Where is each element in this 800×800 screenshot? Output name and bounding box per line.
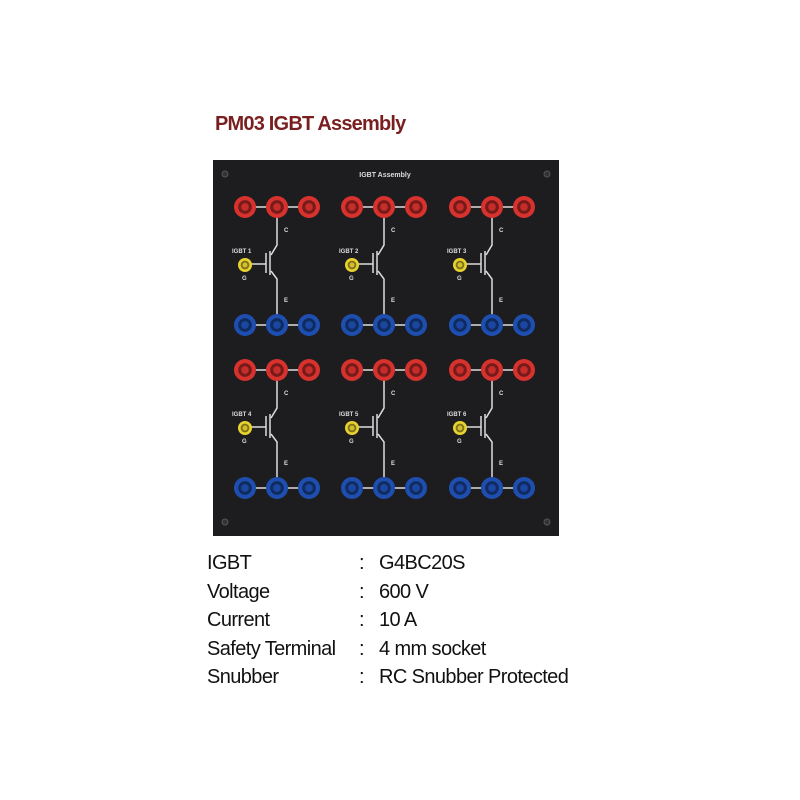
emitter-terminal[interactable]	[298, 314, 320, 336]
collector-terminal[interactable]	[234, 359, 256, 381]
spec-value: RC Snubber Protected	[379, 666, 569, 688]
spec-key: Safety Terminal	[207, 637, 336, 660]
igbt-label: IGBT 4	[232, 412, 252, 418]
emitter-label: E	[499, 461, 503, 467]
collector-label: C	[284, 228, 289, 234]
collector-terminal[interactable]	[513, 196, 535, 218]
spec-key: Snubber	[207, 666, 279, 688]
igbt-assembly-panel: IGBT Assembly IGBT 1 G C E IGBT 2 G C E IGBT 3 G C…	[213, 160, 559, 536]
collector-label: C	[499, 228, 504, 234]
emitter-terminal[interactable]	[405, 477, 427, 499]
gate-label: G	[242, 439, 247, 445]
panel-label: IGBT Assembly	[359, 172, 411, 179]
spec-row: Snubber: RC Snubber Protected	[207, 663, 627, 692]
emitter-label: E	[391, 298, 395, 304]
collector-terminal[interactable]	[405, 359, 427, 381]
emitter-terminal[interactable]	[513, 314, 535, 336]
igbt-label: IGBT 1	[232, 249, 252, 255]
igbt-label: IGBT 3	[447, 249, 467, 255]
emitter-label: E	[284, 298, 288, 304]
igbt-label: IGBT 5	[339, 412, 359, 418]
collector-terminal[interactable]	[298, 359, 320, 381]
gate-label: G	[349, 439, 354, 445]
emitter-terminal[interactable]	[266, 477, 288, 499]
gate-label: G	[457, 276, 462, 282]
collector-label: C	[284, 391, 289, 397]
screw-icon	[543, 518, 551, 526]
collector-terminal[interactable]	[513, 359, 535, 381]
spec-row: Voltage:600 V	[207, 578, 627, 607]
spec-value: 10 A	[379, 609, 417, 631]
emitter-label: E	[499, 298, 503, 304]
collector-label: C	[391, 228, 396, 234]
screw-icon	[221, 518, 229, 526]
collector-terminal[interactable]	[481, 359, 503, 381]
emitter-label: E	[391, 461, 395, 467]
collector-terminal[interactable]	[449, 196, 471, 218]
spec-separator: :	[359, 666, 365, 688]
collector-label: C	[391, 391, 396, 397]
collector-terminal[interactable]	[234, 196, 256, 218]
emitter-label: E	[284, 461, 288, 467]
gate-terminal[interactable]	[238, 421, 252, 435]
spec-key: Voltage	[207, 580, 270, 603]
igbt-label: IGBT 6	[447, 412, 467, 418]
screw-icon	[543, 170, 551, 178]
emitter-terminal[interactable]	[373, 477, 395, 499]
collector-terminal[interactable]	[405, 196, 427, 218]
igbt-label: IGBT 2	[339, 249, 359, 255]
collector-label: C	[499, 391, 504, 397]
emitter-terminal[interactable]	[341, 477, 363, 499]
gate-terminal[interactable]	[238, 258, 252, 272]
emitter-terminal[interactable]	[373, 314, 395, 336]
emitter-terminal[interactable]	[481, 314, 503, 336]
emitter-terminal[interactable]	[234, 314, 256, 336]
spec-key: IGBT	[207, 552, 252, 574]
collector-terminal[interactable]	[266, 196, 288, 218]
spec-key: Current	[207, 609, 270, 631]
spec-separator: :	[359, 552, 365, 574]
collector-terminal[interactable]	[481, 196, 503, 218]
spec-row: Safety Terminal:4 mm socket	[207, 635, 627, 664]
emitter-terminal[interactable]	[266, 314, 288, 336]
collector-terminal[interactable]	[449, 359, 471, 381]
gate-label: G	[349, 276, 354, 282]
screw-icon	[221, 170, 229, 178]
gate-label: G	[457, 439, 462, 445]
collector-terminal[interactable]	[298, 196, 320, 218]
gate-terminal[interactable]	[453, 421, 467, 435]
gate-terminal[interactable]	[345, 258, 359, 272]
emitter-terminal[interactable]	[449, 477, 471, 499]
page-title: PM03 IGBT Assembly	[215, 113, 406, 135]
emitter-terminal[interactable]	[234, 477, 256, 499]
gate-label: G	[242, 276, 247, 282]
spec-row: Current:10 A	[207, 606, 627, 635]
collector-terminal[interactable]	[373, 196, 395, 218]
spec-separator: :	[359, 609, 365, 631]
spec-value: G4BC20S	[379, 552, 465, 574]
emitter-terminal[interactable]	[513, 477, 535, 499]
collector-terminal[interactable]	[341, 359, 363, 381]
collector-terminal[interactable]	[266, 359, 288, 381]
gate-terminal[interactable]	[345, 421, 359, 435]
emitter-terminal[interactable]	[481, 477, 503, 499]
gate-terminal[interactable]	[453, 258, 467, 272]
spec-separator: :	[359, 580, 365, 603]
panel-background	[213, 160, 559, 536]
collector-terminal[interactable]	[341, 196, 363, 218]
spec-value: 600 V	[379, 580, 429, 603]
emitter-terminal[interactable]	[298, 477, 320, 499]
collector-terminal[interactable]	[373, 359, 395, 381]
emitter-terminal[interactable]	[341, 314, 363, 336]
spec-separator: :	[359, 637, 365, 660]
spec-value: 4 mm socket	[379, 637, 486, 660]
spec-row: IGBT: G4BC20S	[207, 549, 627, 578]
emitter-terminal[interactable]	[405, 314, 427, 336]
emitter-terminal[interactable]	[449, 314, 471, 336]
